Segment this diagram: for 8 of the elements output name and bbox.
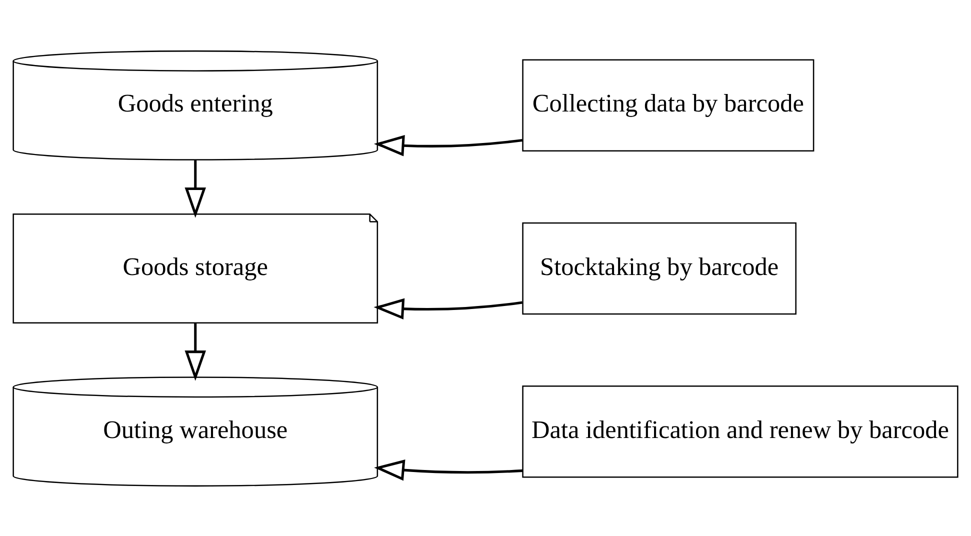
- arrow: [374, 459, 523, 480]
- arrow: [374, 134, 523, 156]
- node-box: Collecting data by barcode: [522, 58, 814, 152]
- arrow: [184, 322, 206, 380]
- node-box: Stocktaking by barcode: [522, 222, 796, 314]
- arrow: [374, 298, 522, 319]
- arrow: [184, 160, 206, 218]
- node-box: Data identification and renew by barcode: [522, 384, 958, 478]
